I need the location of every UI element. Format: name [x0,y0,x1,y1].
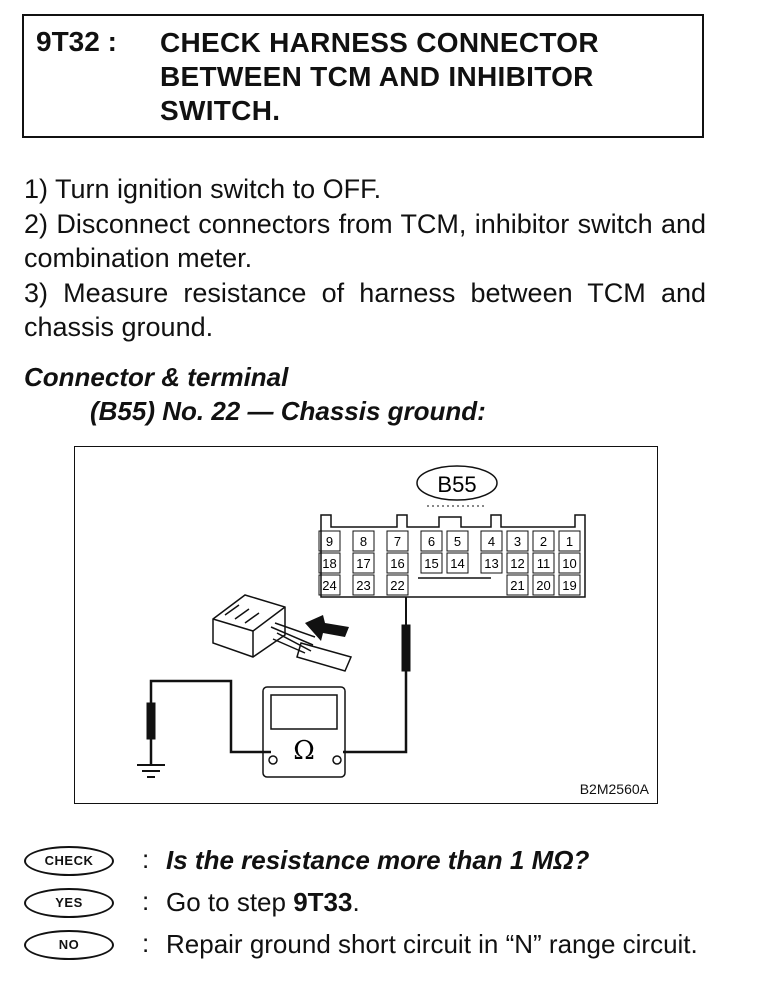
pin-cell [558,530,581,552]
pin-label: 3 [514,534,521,549]
pin-cell [506,574,529,596]
pin-label: 2 [540,534,547,549]
pin-label: 24 [322,578,336,593]
connector-terminal-heading: Connector & terminal [24,362,289,392]
pin-label: 23 [356,578,370,593]
yes-prefix: Go to step [166,887,294,917]
yes-action: Go to step 9T33. [166,886,726,918]
pin-cell [318,552,341,574]
pin-cell [386,530,409,552]
pin-cell [352,552,375,574]
pin-cell [558,552,581,574]
pin-label: 4 [488,534,495,549]
pin-cell [532,530,555,552]
plug-connector [212,594,353,672]
yes-colon: : [142,886,150,916]
yes-badge: YES [24,888,114,918]
pin-cell [318,530,341,552]
pin-label: 8 [360,534,367,549]
pin-label: 5 [454,534,461,549]
pin-cell [480,530,503,552]
check-colon: : [142,844,150,874]
yes-step-link[interactable]: 9T33 [293,887,353,917]
pin-label: 20 [536,578,550,593]
pin-cell [420,552,443,574]
pin-label: 12 [510,556,524,571]
pin-cell [532,574,555,596]
step-header: 9T32 : CHECK HARNESS CONNECTOR BETWEEN T… [22,14,704,138]
no-badge: NO [24,930,114,960]
probe-lead-pin22 [343,597,411,754]
instruction-1: 1) Turn ignition switch to OFF. [24,174,382,204]
pin-label: 13 [484,556,498,571]
check-question: Is the resistance more than 1 MΩ? [166,845,590,875]
pin-label: 1 [566,534,573,549]
pin-cell [532,552,555,574]
pin-cell [506,530,529,552]
pin-label: 15 [424,556,438,571]
pin-cell [506,552,529,574]
step-id: 9T32 : [36,26,117,57]
instruction-2: 2) Disconnect connectors from TCM, inhib… [24,208,706,274]
pin-label: 6 [428,534,435,549]
pin-label: 9 [326,534,333,549]
pin-label: 21 [510,578,524,593]
no-action: Repair ground short circuit in “N” range… [166,929,698,959]
pin-cell [386,552,409,574]
insert-arrow [305,615,349,641]
ohmmeter [262,686,346,778]
ground-lead [137,679,271,778]
pin-label: 10 [562,556,576,571]
pin-cell [420,530,443,552]
pin-label: 22 [390,578,404,593]
pin-label: 18 [322,556,336,571]
pin-cell [386,574,409,596]
pin-label: 16 [390,556,404,571]
pin-label: 7 [394,534,401,549]
pin-label: 19 [562,578,576,593]
instruction-3: 3) Measure resistance of harness between… [24,277,706,343]
connector-terminal-line: (B55) No. 22 — Chassis ground: [90,396,486,426]
pin-cell [352,574,375,596]
ohm-symbol: Ω [293,736,315,766]
connector-label-oval [416,465,498,501]
pin-label: 17 [356,556,370,571]
pin-cell [318,574,341,596]
yes-suffix: . [352,887,360,917]
pin-cell [446,552,469,574]
pin-cell [352,530,375,552]
pin-cell [480,552,503,574]
no-colon: : [142,928,150,958]
figure-code: B2M2560A [579,781,649,797]
step-title: CHECK HARNESS CONNECTOR BETWEEN TCM AND … [160,27,599,126]
check-badge: CHECK [24,846,114,876]
connector-b55 [320,514,586,598]
instructions: 1) Turn ignition switch to OFF. 2) Disco… [24,172,706,345]
pin-cell [558,574,581,596]
connector-label: B55 [437,472,476,497]
pin-label: 11 [537,556,551,571]
pin-cell [446,530,469,552]
pin-label: 14 [450,556,464,571]
